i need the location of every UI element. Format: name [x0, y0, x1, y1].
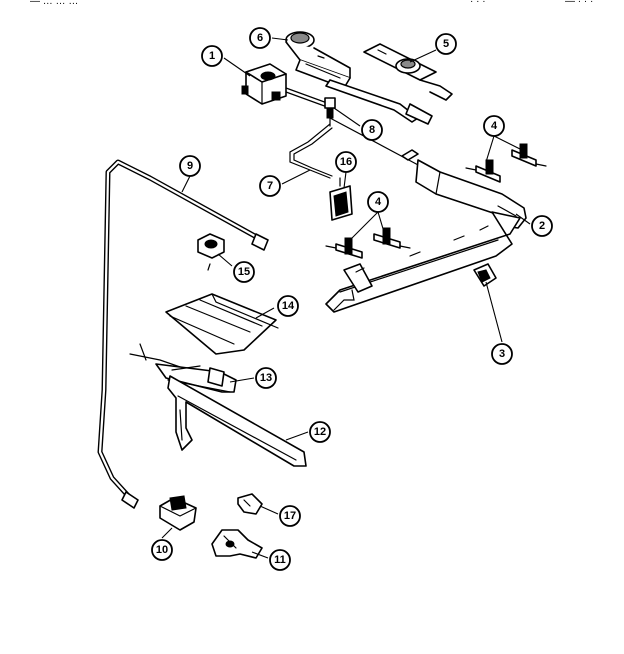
part-3-clip: [473, 263, 497, 287]
part-5-burner-tube: [325, 43, 453, 125]
callout-5-label: 5: [443, 38, 449, 50]
part-6-burner: [285, 31, 351, 89]
callout-13-label: 13: [260, 372, 272, 384]
callout-3: 3: [491, 343, 513, 365]
callout-10: 10: [151, 539, 173, 561]
callout-12: 12: [309, 421, 331, 443]
callout-15-label: 15: [238, 266, 250, 278]
part-4-valve-center: [325, 227, 411, 259]
callout-6: 6: [249, 27, 271, 49]
part-14-shield: [165, 293, 279, 355]
header-fragment-right: — · · ·: [565, 0, 593, 7]
callout-9-label: 9: [187, 160, 193, 172]
part-12-long-bracket: [167, 375, 307, 467]
callout-8: 8: [361, 119, 383, 141]
part-16-ignitor: [329, 177, 353, 221]
callout-17: 17: [279, 505, 301, 527]
header-fragments: — … … … · · · — · · ·: [30, 0, 593, 7]
part-10-block: [159, 495, 197, 531]
callout-7-label: 7: [267, 180, 273, 192]
header-fragment-mid: · · ·: [470, 0, 486, 7]
callout-1-label: 1: [209, 50, 215, 62]
part-9-tube: [97, 159, 269, 509]
part-4-valve-upper: [465, 143, 547, 183]
callout-4-upper: 4: [483, 115, 505, 137]
part-15-nut: [197, 233, 225, 271]
part-17-clip: [237, 493, 263, 515]
callout-1: 1: [201, 45, 223, 67]
callout-5: 5: [435, 33, 457, 55]
callout-7: 7: [259, 175, 281, 197]
part-13-bracket: [129, 343, 237, 393]
callout-6-label: 6: [257, 32, 263, 44]
leader-lines: [161, 37, 531, 559]
header-fragment-left: — … … …: [30, 0, 78, 7]
part-7-tube: [289, 123, 333, 179]
part-11-clamp: [211, 529, 263, 559]
callout-14-label: 14: [282, 300, 295, 312]
callout-11-label: 11: [274, 554, 286, 566]
callout-13: 13: [255, 367, 277, 389]
part-1-thermostat: [241, 63, 331, 109]
callout-12-label: 12: [314, 426, 326, 438]
callout-16-label: 16: [340, 156, 352, 168]
callout-15: 15: [233, 261, 255, 283]
part-2-manifold: [325, 117, 527, 313]
callout-8-label: 8: [369, 124, 375, 136]
callout-4-center-label: 4: [375, 196, 382, 208]
callout-9: 9: [179, 155, 201, 177]
callout-16: 16: [335, 151, 357, 173]
callout-17-label: 17: [284, 510, 296, 522]
callout-2: 2: [531, 215, 553, 237]
callout-3-label: 3: [499, 348, 505, 360]
callout-4-upper-label: 4: [491, 120, 498, 132]
callout-11: 11: [269, 549, 291, 571]
callout-4-center: 4: [367, 191, 389, 213]
callout-2-label: 2: [539, 220, 545, 232]
callout-10-label: 10: [156, 544, 168, 556]
callout-14: 14: [277, 295, 299, 317]
part-8-fitting: [324, 97, 336, 127]
